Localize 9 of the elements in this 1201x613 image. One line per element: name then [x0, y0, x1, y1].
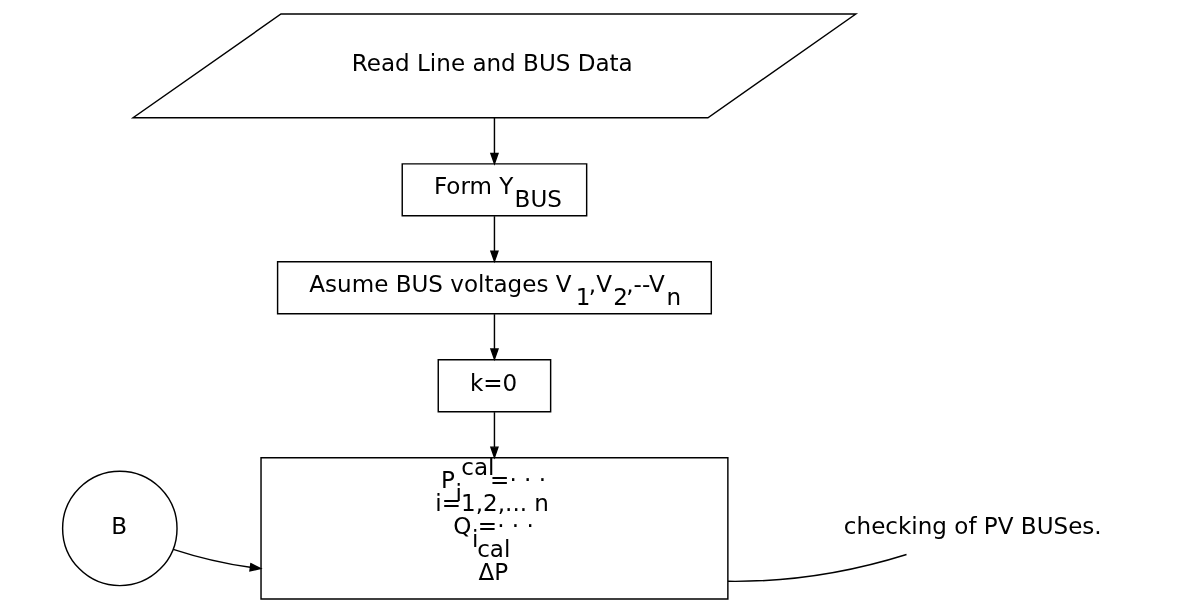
arrow — [172, 548, 263, 572]
node-box: k=0 — [437, 359, 551, 413]
arrow — [489, 313, 499, 362]
arrow — [489, 117, 499, 166]
connector — [726, 553, 907, 582]
node-circle: B — [61, 470, 178, 587]
node-text: checking of PV BUSes. — [843, 512, 1102, 539]
arrow — [489, 215, 499, 264]
arrow — [489, 411, 499, 460]
